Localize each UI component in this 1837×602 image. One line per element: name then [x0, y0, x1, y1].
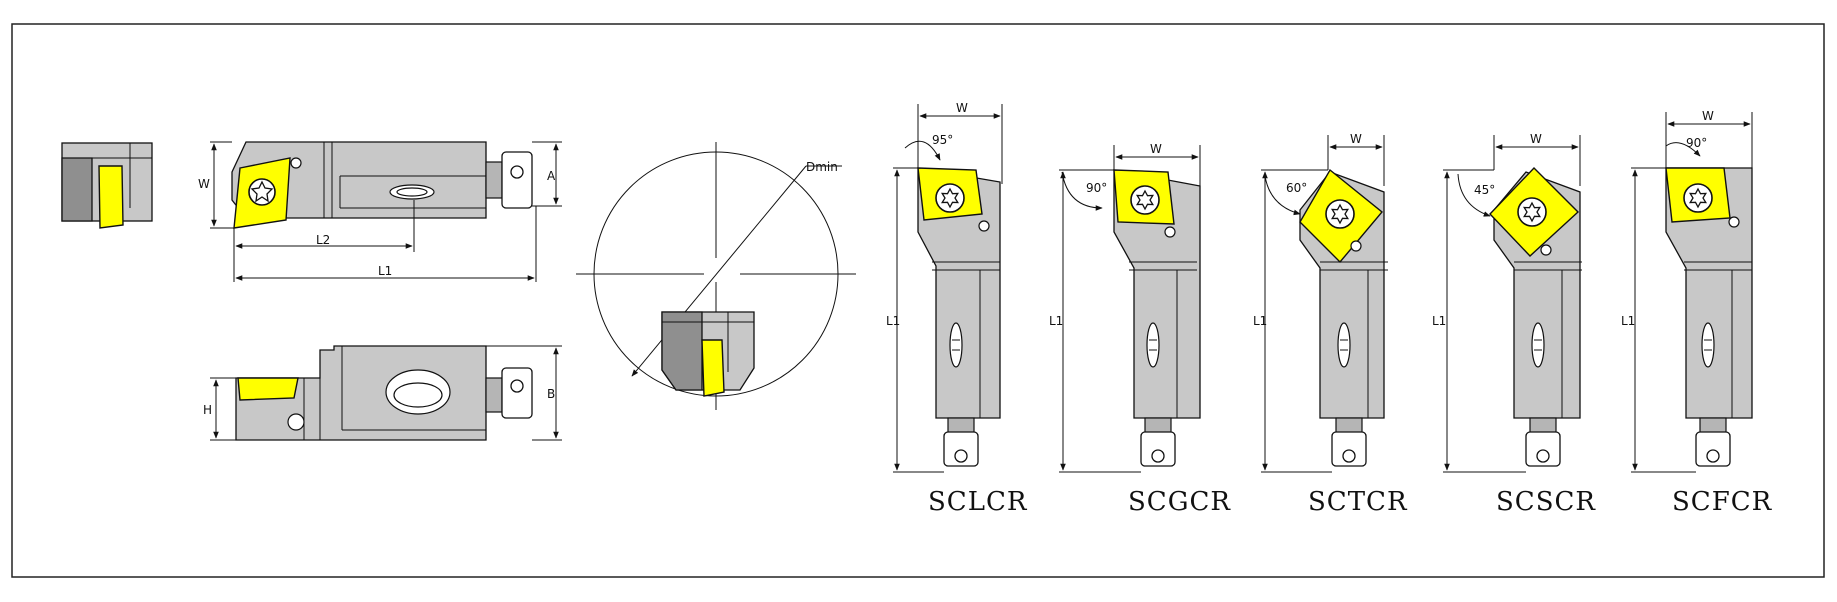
w-label: W — [198, 177, 210, 191]
variant-name-scscr: SCSCR — [1496, 487, 1596, 517]
l1-label: L1 — [378, 264, 392, 278]
h-label: H — [203, 403, 212, 417]
b-label: B — [547, 387, 555, 401]
holder-scscr — [1443, 135, 1582, 473]
variant-name-scgcr: SCGCR — [1128, 487, 1231, 517]
variant-name-scfcr: SCFCR — [1672, 487, 1773, 517]
l1-label-sclcr: L1 — [886, 314, 900, 328]
w-label-sctcr: W — [1350, 132, 1362, 146]
l1-label-scgcr: L1 — [1049, 314, 1063, 328]
top-view-dimensions — [210, 141, 562, 282]
end-view-icon — [61, 142, 153, 229]
angle-label-sctcr: 60° — [1286, 181, 1307, 195]
l1-label-scscr: L1 — [1432, 314, 1446, 328]
top-view — [231, 141, 533, 229]
angle-label-scgcr: 90° — [1086, 181, 1107, 195]
w-label-scgcr: W — [1150, 142, 1162, 156]
holder-sclcr — [893, 104, 1003, 473]
w-label-scscr: W — [1530, 132, 1542, 146]
w-label-sclcr: W — [956, 101, 968, 115]
dmin-label: Dmin — [806, 160, 838, 174]
l1-label-sctcr: L1 — [1253, 314, 1267, 328]
a-label: A — [547, 169, 556, 183]
side-view-dimensions — [210, 345, 562, 441]
holder-variants — [893, 104, 1753, 473]
variant-name-sclcr: SCLCR — [928, 487, 1028, 517]
l2-label: L2 — [316, 233, 330, 247]
variant-labels: 95° W L1 90° W L1 60° W L1 45° W L1 90° … — [886, 101, 1714, 328]
drawing-border — [11, 23, 1825, 578]
holder-scgcr — [1059, 145, 1201, 473]
boring-circle-view — [576, 142, 856, 410]
side-view — [235, 345, 533, 441]
variant-names: SCLCR SCGCR SCTCR SCSCR SCFCR — [928, 487, 1773, 517]
variant-name-sctcr: SCTCR — [1308, 487, 1408, 517]
holder-sctcr — [1261, 135, 1388, 473]
angle-label-scfcr: 90° — [1686, 136, 1707, 150]
angle-label-sclcr: 95° — [932, 133, 953, 147]
l1-label-scfcr: L1 — [1621, 314, 1635, 328]
holder-scfcr — [1631, 112, 1753, 473]
w-label-scfcr: W — [1702, 109, 1714, 123]
angle-label-scscr: 45° — [1474, 183, 1495, 197]
